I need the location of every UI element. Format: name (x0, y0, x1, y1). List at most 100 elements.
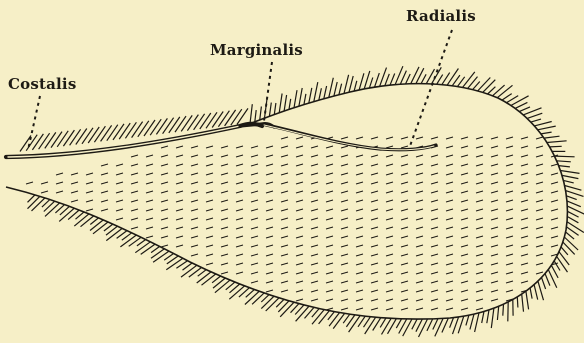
fringe-hair (562, 175, 578, 178)
surface-hair (296, 290, 303, 292)
fringe-hair (312, 310, 324, 325)
surface-hair (461, 263, 468, 265)
surface-hair (446, 236, 453, 238)
surface-hair (371, 137, 378, 139)
fringe-hair (314, 82, 318, 102)
surface-hair (491, 245, 498, 247)
surface-hair (206, 254, 213, 256)
fringe-hair (213, 278, 225, 288)
surface-hair (356, 263, 363, 265)
surface-hair (461, 137, 468, 139)
surface-hair (536, 191, 543, 193)
surface-hair (251, 209, 258, 211)
surface-hair (116, 218, 123, 220)
surface-hair (116, 191, 123, 193)
surface-hair (416, 254, 423, 256)
fringe-hair (369, 78, 372, 89)
surface-hair (521, 236, 528, 238)
fringe-hair (280, 302, 294, 317)
surface-hair (356, 254, 363, 256)
surface-hair (221, 155, 228, 157)
fringe-hair (20, 136, 31, 152)
surface-hair (281, 281, 288, 283)
fringe-hair (329, 78, 334, 98)
fringe-hair (364, 317, 371, 327)
fringe-hair (482, 311, 484, 323)
surface-hair (476, 254, 483, 256)
surface-hair (146, 200, 153, 202)
fringe-hair (324, 86, 327, 99)
surface-hair (356, 182, 363, 184)
fringe-hair (32, 134, 43, 150)
surface-hair (266, 254, 273, 256)
surface-hair (536, 218, 543, 220)
fringe-hair (296, 306, 309, 321)
fringe-hair (487, 310, 489, 323)
fringe-hair (412, 319, 417, 329)
surface-hair (506, 191, 513, 193)
surface-hair (206, 227, 213, 229)
fringe-hair (432, 67, 442, 84)
surface-hair (461, 146, 468, 148)
surface-hair (341, 227, 348, 229)
fringe-hair (488, 87, 496, 94)
surface-hair (176, 146, 183, 148)
fringe-hair (557, 161, 571, 162)
surface-hair (446, 137, 453, 139)
surface-hair (71, 191, 78, 193)
fringe-hair (164, 254, 173, 261)
surface-hair (221, 272, 228, 274)
fringe-hair (557, 256, 568, 272)
surface-hair (236, 146, 243, 148)
surface-hair (191, 182, 198, 184)
surface-hair (131, 173, 138, 175)
fringe-hair (522, 294, 524, 312)
surface-hair (281, 209, 288, 211)
surface-hair (401, 281, 408, 283)
surface-hair (161, 146, 168, 148)
costal-vein-highlight (8, 126, 240, 157)
surface-hair (341, 308, 348, 310)
surface-hair (491, 281, 498, 283)
surface-hair (236, 236, 243, 238)
fringe-hair (28, 196, 40, 208)
surface-hair (536, 263, 543, 265)
surface-hair (461, 308, 468, 310)
surface-hair (161, 164, 168, 166)
surface-hair (356, 236, 363, 238)
surface-hair (536, 173, 543, 175)
fringe-hair (349, 316, 361, 333)
surface-hair (401, 137, 408, 139)
surface-hair (476, 290, 483, 292)
fringe-hair (563, 180, 573, 183)
surface-hair (371, 308, 378, 310)
surface-hair (446, 263, 453, 265)
surface-hair (41, 182, 48, 184)
surface-hair (326, 299, 333, 301)
fringe-hair (419, 319, 428, 337)
surface-hair (266, 263, 273, 265)
fringe-hair (463, 72, 475, 88)
fringe-hair (491, 308, 494, 328)
surface-hair (401, 155, 408, 157)
fringe-hair (132, 122, 143, 138)
surface-hair (386, 299, 393, 301)
surface-hair (176, 173, 183, 175)
fringe-hair (447, 69, 458, 86)
surface-hair (371, 236, 378, 238)
surface-hair (236, 173, 243, 175)
fringe-hair (551, 265, 558, 278)
surface-hair (401, 245, 408, 247)
surface-hair (326, 254, 333, 256)
fringe-hair (329, 313, 339, 327)
fringe-hair (458, 316, 464, 333)
surface-hair (221, 164, 228, 166)
surface-hair (521, 245, 528, 247)
fringe-hair (475, 313, 479, 332)
fringe-hair (299, 88, 302, 106)
surface-hair (341, 236, 348, 238)
surface-hair (326, 155, 333, 157)
surface-hair (506, 290, 513, 292)
surface-hair (416, 299, 423, 301)
fringe-hair (198, 270, 207, 277)
